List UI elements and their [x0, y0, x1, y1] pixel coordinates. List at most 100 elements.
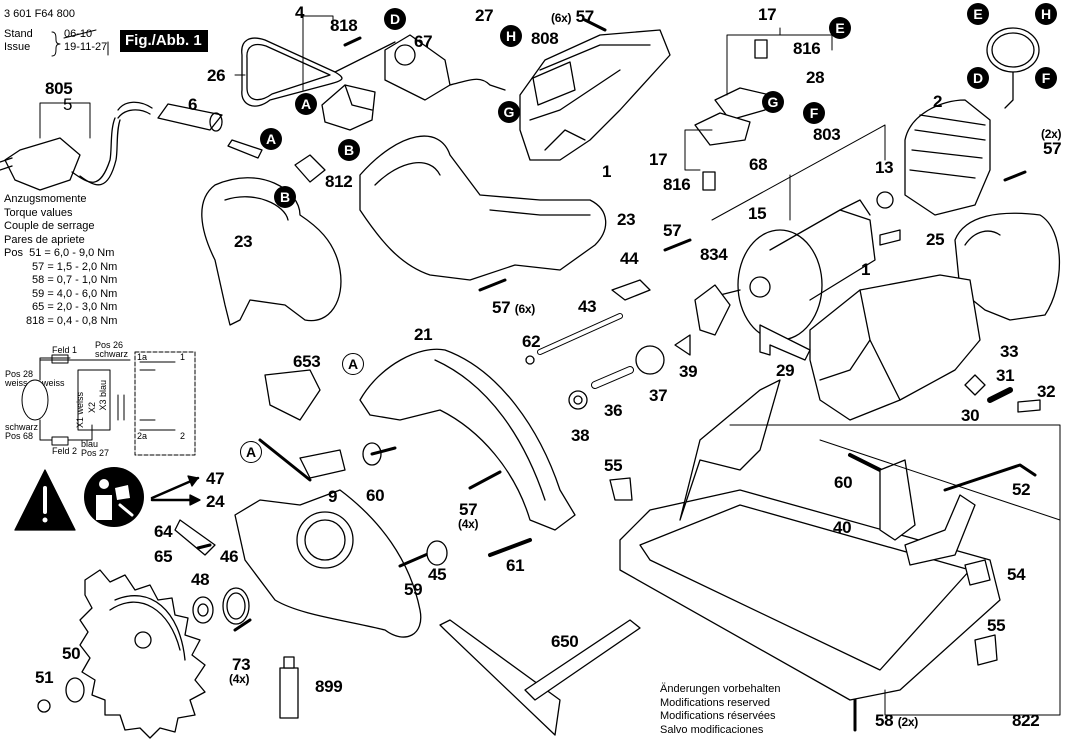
part-label-57-guard: 57 — [459, 500, 478, 519]
torque-pos: 65 — [32, 301, 45, 313]
capacitor-part — [384, 34, 506, 101]
part-label-5: 5 — [63, 95, 73, 114]
part-label-15: 15 — [748, 204, 767, 223]
part-label-39: 39 — [679, 362, 698, 381]
part-label-51: 51 — [35, 668, 54, 687]
part-label-899: 899 — [315, 677, 343, 696]
part-label-44: 44 — [620, 249, 639, 268]
brace-symbol — [51, 31, 61, 57]
part-label-23-left: 23 — [234, 232, 253, 251]
connector-g-marker: G — [498, 101, 520, 123]
wiring-schwarz-top: schwarz — [95, 349, 129, 359]
part-label-21: 21 — [414, 325, 433, 344]
torque-row: 818 = 0,4 - 0,8 Nm — [4, 315, 117, 329]
small-parts — [174, 18, 1041, 732]
part-label-812: 812 — [325, 172, 353, 191]
wiring-schwarz-bottom: schwarz — [5, 422, 39, 432]
part-label-28: 28 — [806, 68, 825, 87]
reference-a-marker: A — [342, 353, 364, 375]
wiring-x1: X1 weiss — [75, 392, 85, 429]
part-label-1-top: 1 — [602, 162, 612, 181]
arrows-icon — [150, 475, 201, 506]
connector-g-marker: G — [762, 91, 784, 113]
part-label-57-top: (6x) 57 — [551, 8, 594, 25]
note-es: Salvo modificaciones — [660, 723, 764, 736]
armature-part — [719, 191, 894, 341]
read-manual-icon — [84, 467, 144, 527]
wiring-pos27: Pos 27 — [81, 448, 110, 458]
torque-row: Pos 51 = 6,0 - 9,0 Nm — [4, 247, 117, 261]
bearing-cover-part — [954, 212, 1061, 321]
part-label-822: 822 — [1012, 711, 1040, 730]
part-label-32: 32 — [1037, 382, 1056, 401]
old-date: 06-10 — [64, 28, 93, 40]
torque-pos: 59 — [32, 287, 45, 300]
part-label-13: 13 — [875, 158, 894, 177]
wiring-terminal-1: 1 — [180, 352, 186, 362]
part-number-text: 57 — [575, 7, 595, 26]
reference-a-marker: A — [240, 441, 262, 463]
issue-date: 19-11-27 — [64, 41, 108, 53]
torque-value: = 2,0 - 3,0 Nm — [47, 301, 118, 313]
connector-b-marker: B — [274, 186, 296, 208]
part-label-2: 2 — [933, 92, 943, 111]
part-number-text: 58 — [875, 711, 894, 730]
connector-h-marker: H — [500, 25, 522, 47]
wiring-terminal-2: 2 — [180, 431, 186, 441]
handle-half-right-part — [359, 135, 607, 281]
note-en: Modifications reserved — [660, 696, 771, 709]
wiring-diagram — [21, 351, 196, 456]
wiring-blau: blau — [81, 439, 99, 449]
connector-e-marker: E — [829, 17, 851, 39]
part-label-57-mid: 57 — [663, 221, 682, 240]
part-label-55-top: 55 — [604, 456, 623, 475]
part-label-65: 65 — [154, 547, 173, 566]
wiring-feld1: Feld 1 — [52, 345, 78, 355]
flange-washers-part — [37, 587, 250, 713]
part-label-62: 62 — [522, 332, 541, 351]
base-plate-part — [619, 379, 1001, 701]
stand-label: Stand — [4, 28, 33, 40]
field-wiring-ring-icon — [986, 27, 1040, 109]
modifications-note: Änderungen vorbehalten Modifications res… — [660, 683, 780, 737]
note-fr: Modifications réservées — [660, 710, 776, 722]
part-label-4: 4 — [295, 3, 305, 22]
part-label-30: 30 — [961, 406, 980, 425]
part-label-43: 43 — [578, 297, 597, 316]
part-qty-57-right: (2x) — [1041, 127, 1062, 141]
handle-half-left-part — [201, 177, 342, 326]
part-label-45: 45 — [428, 565, 447, 584]
part-qty-73: (4x) — [229, 672, 250, 686]
pos-label: Pos — [4, 247, 23, 259]
quantity: (2x) — [897, 715, 918, 729]
torque-row: 65 = 2,0 - 3,0 Nm — [4, 301, 117, 315]
torque-pos: 58 — [32, 274, 45, 286]
part-label-653: 653 — [293, 352, 321, 371]
wiring-x2: X2 — [87, 402, 97, 414]
torque-value: = 6,0 - 9,0 Nm — [44, 247, 115, 259]
motor-housing-part — [519, 29, 671, 161]
torque-row: 57 = 1,5 - 2,0 Nm — [4, 261, 117, 275]
torque-value: = 4,0 - 6,0 Nm — [47, 287, 118, 300]
part-label-803: 803 — [813, 125, 841, 144]
plug-clip-part — [294, 154, 326, 183]
part-label-68: 68 — [749, 155, 768, 174]
quantity: (6x) — [514, 302, 535, 316]
torque-title-es: Pares de apriete — [4, 233, 85, 246]
cable-loop-part — [241, 37, 396, 107]
connector-d-marker: D — [967, 67, 989, 89]
part-label-23-right: 23 — [617, 210, 636, 229]
part-label-40: 40 — [833, 518, 852, 537]
part-label-9: 9 — [328, 487, 338, 506]
torque-value: = 0,4 - 0,8 Nm — [47, 314, 118, 327]
connector-b-marker: B — [338, 139, 360, 161]
part-label-816-top: 816 — [793, 39, 821, 58]
saw-blade-part — [79, 569, 206, 739]
part-label-60-guard: 60 — [366, 486, 385, 505]
wiring-pos28: Pos 28 — [5, 369, 34, 379]
part-label-27: 27 — [475, 6, 494, 25]
leader-lines — [39, 15, 1061, 716]
connector-a-marker: A — [295, 93, 317, 115]
strike-through — [63, 29, 97, 39]
figure-label: Fig./Abb. 1 — [120, 30, 208, 52]
